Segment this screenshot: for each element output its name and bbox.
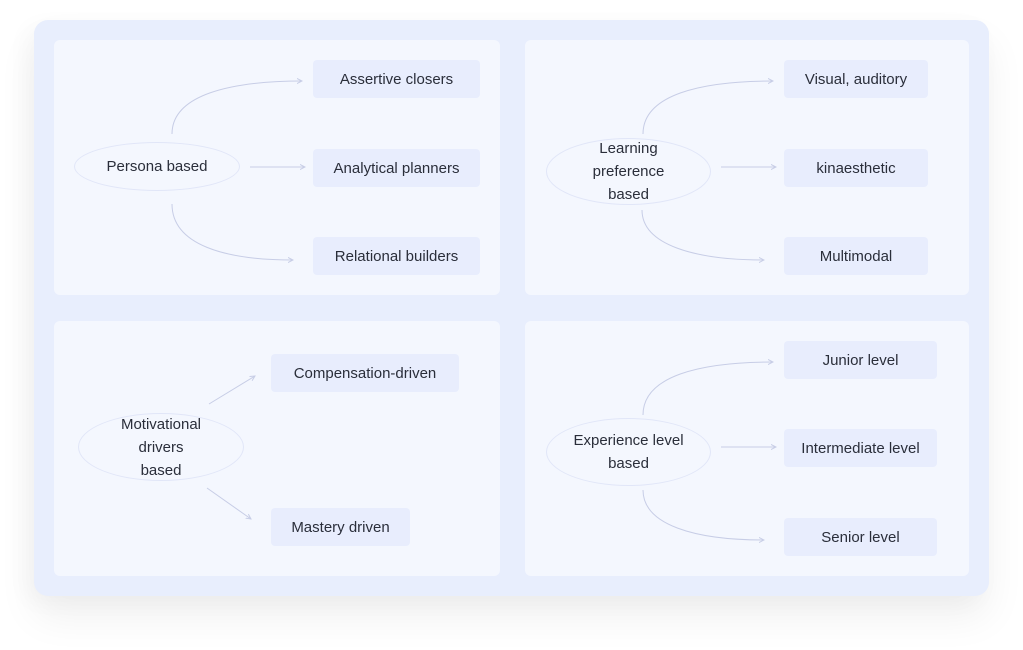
leaf-node: kinaesthetic	[784, 149, 928, 187]
root-node-motivational-drivers: Motivational drivers based	[78, 413, 244, 481]
leaf-node: Relational builders	[313, 237, 480, 275]
root-node-persona: Persona based	[74, 142, 240, 191]
leaf-node: Intermediate level	[784, 429, 937, 467]
root-node-learning-preference: Learning preference based	[546, 138, 711, 205]
leaf-node: Mastery driven	[271, 508, 410, 546]
leaf-node: Analytical planners	[313, 149, 480, 187]
leaf-node: Junior level	[784, 341, 937, 379]
leaf-node: Senior level	[784, 518, 937, 556]
leaf-node: Visual, auditory	[784, 60, 928, 98]
leaf-node: Compensation-driven	[271, 354, 459, 392]
root-node-experience-level: Experience level based	[546, 418, 711, 486]
leaf-node: Multimodal	[784, 237, 928, 275]
leaf-node: Assertive closers	[313, 60, 480, 98]
